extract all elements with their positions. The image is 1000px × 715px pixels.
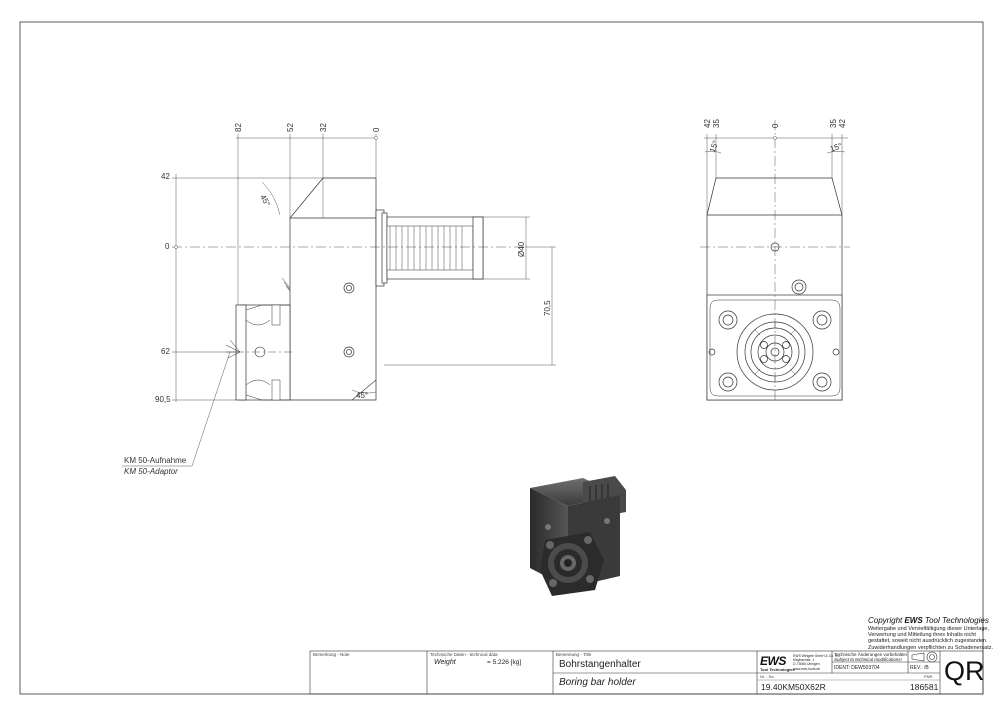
copyright-title: Copyright EWS Tool Technologies <box>868 616 989 625</box>
dim-left-90-5: 90,5 <box>155 395 171 404</box>
front-dim-35-left: 35 <box>712 119 721 128</box>
rev-field: REV.: /B <box>910 665 929 671</box>
isometric-render <box>530 476 626 596</box>
title-english: Boring bar holder <box>559 677 636 688</box>
rev-label: REV.: <box>910 665 923 671</box>
callout-km50-de: KM 50-Aufnahme <box>124 456 187 465</box>
front-dim-42-left: 42 <box>703 119 712 128</box>
shank-diameter-label: Ø40 <box>517 241 526 257</box>
copyright-suffix: Tool Technologies <box>922 616 989 625</box>
copyright-line: Verwertung und Mitteilung ihres Inhalts … <box>868 632 976 639</box>
dim-left-62: 62 <box>161 347 170 356</box>
dim-top-32: 32 <box>319 123 328 132</box>
front-dim-0: 0 <box>771 123 780 128</box>
company-line: www.ews-tools.de <box>793 666 821 671</box>
front-dim-35-right: 35 <box>829 119 838 128</box>
ident-label: IDENT: <box>834 665 850 671</box>
front-view <box>706 177 843 401</box>
title-block-frame <box>309 650 984 695</box>
ews-logo-subtitle: Tool Technologies <box>760 667 795 672</box>
dim-left-0: 0 <box>165 242 170 251</box>
company-line: EWS Weigele GmbH & Co. KG <box>793 654 840 658</box>
ident-value: DEW503704 <box>851 665 880 671</box>
dim-top-82: 82 <box>234 123 243 132</box>
copyright-line: gestattet, soweit nicht ausdrücklich zug… <box>868 638 988 645</box>
copyright-notice: Weitergabe und Vervielfältigung dieser U… <box>868 626 993 651</box>
copyright-prefix: Copyright <box>868 616 905 625</box>
company-address: EWS Weigele GmbH & Co. KG Maybachstr. 1 … <box>793 654 840 671</box>
change-note-en: Subject to technical modifications! <box>834 657 902 662</box>
file-number-label: PNR <box>924 674 933 679</box>
title-label: Benennung - Title <box>556 652 592 657</box>
file-number: 186581 <box>910 682 939 692</box>
angle-bottom-label: 45° <box>356 391 369 400</box>
ews-logo: EWS <box>760 654 786 668</box>
qr-label: QR <box>944 656 985 686</box>
change-notice: Technische Änderungen vorbehalten Subjec… <box>834 652 907 662</box>
company-line: Maybachstr. 1 <box>793 658 815 663</box>
ident-field: IDENT: DEW503704 <box>834 665 880 671</box>
part-number: 19.40KM50X62R <box>761 682 826 692</box>
remarks-label: Bemerkung - Note <box>313 652 350 657</box>
weight-value: = 5.226 [kg] <box>487 659 522 666</box>
front-dim-42-right: 42 <box>838 119 847 128</box>
part-no-label: Nr. - No. <box>760 674 775 679</box>
projection-symbol-icon <box>911 651 938 663</box>
rev-value: /B <box>924 665 929 671</box>
side-view-dimensions <box>122 134 556 467</box>
copyright-line: Weitergabe und Vervielfältigung dieser U… <box>868 626 989 632</box>
copyright-brand: EWS <box>904 616 923 625</box>
copyright-line: Zuwiderhandlungen verpflichten zu Schade… <box>868 644 994 651</box>
dim-left-42: 42 <box>161 172 170 181</box>
company-line: D-73066 Uhingen <box>793 662 820 667</box>
front-view-dimensions <box>700 120 850 400</box>
change-note-de: Technische Änderungen vorbehalten <box>834 652 908 657</box>
height-dim-label: 70,5 <box>543 300 552 316</box>
tech-data-label: Technische Daten - technical data <box>430 652 498 657</box>
title-german: Bohrstangenhalter <box>559 659 641 670</box>
dim-top-52: 52 <box>286 123 295 132</box>
weight-label: Weight <box>434 659 456 666</box>
side-view <box>225 177 484 401</box>
dim-top-0: 0 <box>372 127 381 132</box>
callout-km50-en: KM 50-Adaptor <box>124 467 178 476</box>
